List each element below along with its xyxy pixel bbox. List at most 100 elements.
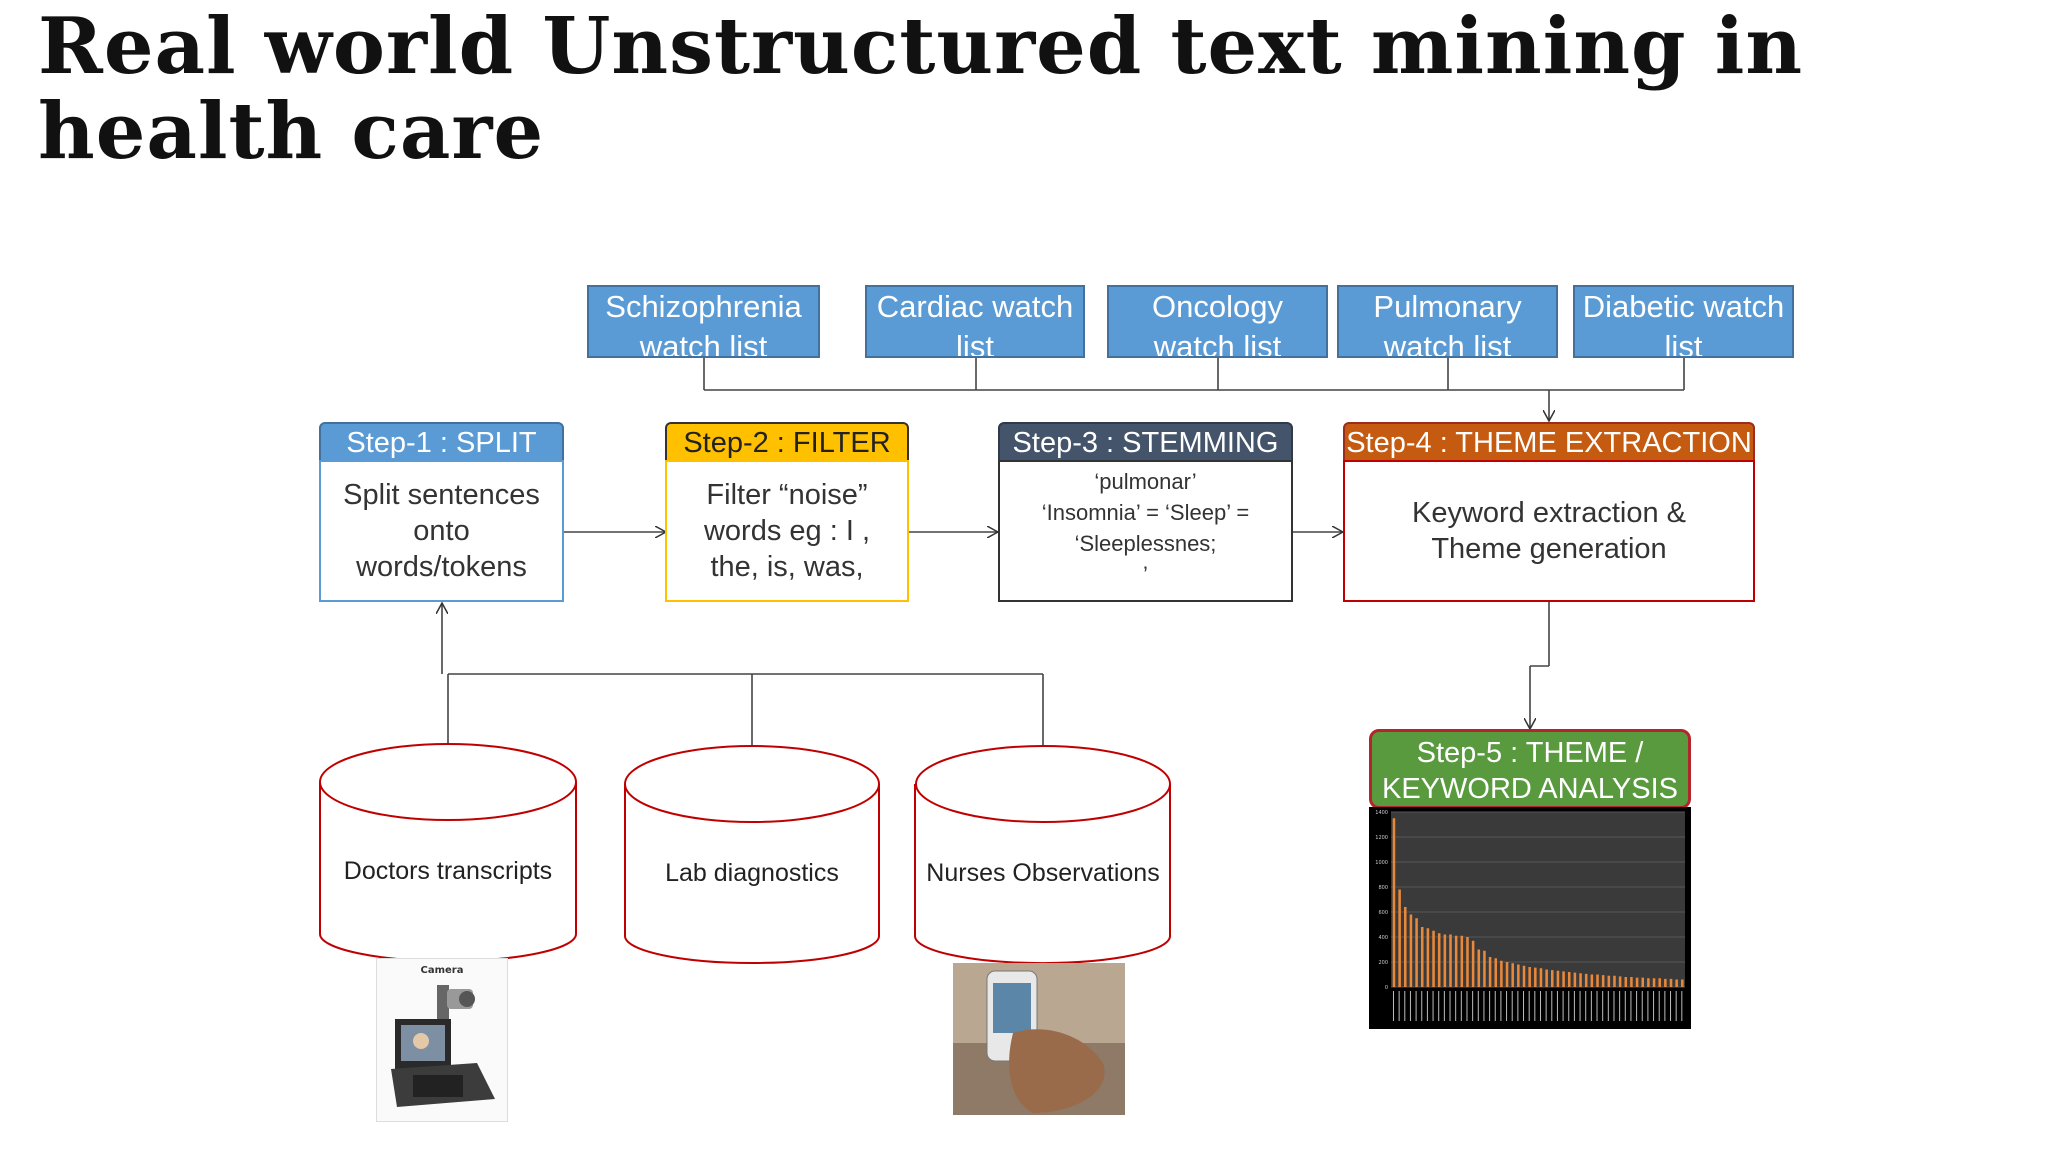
chart-bar [1669,978,1673,987]
chart-y-tick-label: 200 [1378,960,1388,966]
chart-bar [1579,973,1582,987]
chart-bar [1551,970,1554,987]
chart-bar [1641,977,1645,987]
chart-x-tick-label [1415,991,1417,1021]
chart-x-tick-label [1404,991,1406,1021]
chart-x-tick-label [1545,991,1547,1021]
chart-bar [1613,975,1616,987]
chart-bar [1494,958,1498,987]
chart-bar [1539,968,1543,987]
chart-bar [1635,977,1639,987]
source-label-lab: Lab diagnostics [665,859,839,887]
chart-bar [1420,927,1424,987]
chart-bar [1658,978,1661,987]
chart-x-tick-label [1534,991,1536,1021]
chart-bar [1409,914,1413,987]
step-2-body: Filter “noise” words eg : I , the, is, w… [665,460,909,602]
chart-x-tick-label [1590,991,1592,1021]
stem-line-1: ‘pulmonar’ [1094,469,1197,494]
watch-list-schizophrenia: Schizophrenia watch list [587,285,820,358]
chart-x-tick-label [1438,991,1440,1021]
step-4-header: Step-4 : THEME EXTRACTION [1343,422,1755,462]
chart-bar [1517,964,1520,987]
chart-x-tick-label [1596,991,1598,1021]
chart-x-tick-label [1483,991,1485,1021]
chart-bar [1415,918,1418,987]
chart-plot-area [1391,812,1685,987]
chart-bar [1460,935,1464,987]
chart-bar [1500,960,1503,987]
chart-x-tick-label [1472,991,1474,1021]
chart-x-tick-label [1658,991,1660,1021]
chart-bar [1567,972,1571,987]
chart-y-tick-label: 1200 [1375,835,1388,841]
step-5-header: Step-5 : THEME / KEYWORD ANALYSIS [1369,729,1691,809]
chart-bar [1511,963,1514,987]
phone-icon [953,963,1125,1115]
stem-line-2: ‘Insomnia’ = ‘Sleep’ = [1041,500,1250,525]
slide-title: Real world Unstructured text mining in h… [38,1,1804,177]
chart-x-tick-label [1619,991,1621,1021]
watch-list-oncology: Oncology watch list [1107,285,1328,358]
chart-bar [1675,979,1678,987]
chart-x-tick-label [1511,991,1513,1021]
chart-x-tick-label [1528,991,1530,1021]
chart-x-tick-label [1562,991,1564,1021]
chart-bar [1584,973,1588,987]
chart-bar [1392,818,1396,987]
chart-x-tick-label [1449,991,1451,1021]
step-2-text: Filter “noise” words eg : I , the, is, w… [703,479,870,583]
chart-bar [1562,971,1565,987]
chart-x-tick-label [1607,991,1609,1021]
chart-bar [1556,970,1560,987]
chart-x-tick-label [1602,991,1604,1021]
chart-x-tick-label [1675,991,1677,1021]
chart-bar [1681,979,1684,987]
chart-bar [1426,928,1430,987]
chart-x-tick-label [1568,991,1570,1021]
phone-photo [953,963,1125,1115]
chart-x-tick-label [1500,991,1502,1021]
chart-bar [1624,977,1628,987]
chart-bar [1601,975,1605,987]
step-3-header: Step-3 : STEMMING [998,422,1293,462]
chart-x-tick-label [1455,991,1457,1021]
chart-bar [1398,889,1401,987]
step-4-body: Keyword extraction & Theme generation [1343,460,1755,602]
chart-bar [1483,950,1486,987]
chart-bar [1404,907,1407,987]
chart-bar [1505,962,1509,987]
chart-bar [1443,934,1447,987]
chart-bar [1534,967,1537,987]
chart-x-tick-label [1579,991,1581,1021]
step-2-header: Step-2 : FILTER [665,422,909,462]
chart-x-tick-label [1664,991,1666,1021]
chart-x-tick-label [1624,991,1626,1021]
chart-x-tick-label [1398,991,1400,1021]
chart-x-tick-label [1556,991,1558,1021]
chart-bar [1545,969,1548,987]
stem-line-4: ’ [1143,562,1148,587]
step-3-body: ‘pulmonar’ ‘Insomnia’ = ‘Sleep’ = ‘Sleep… [998,460,1293,602]
chart-y-tick-label: 1000 [1375,860,1388,866]
chart-x-tick-label [1426,991,1428,1021]
step-1-header: Step-1 : SPLIT [319,422,564,462]
chart-bar [1471,940,1475,987]
chart-bar [1647,978,1650,987]
chart-bar [1432,930,1435,987]
chart-y-tick-label: 1400 [1375,810,1388,816]
source-label-doctors: Doctors transcripts [343,857,553,885]
chart-y-tick-label: 600 [1378,910,1388,916]
camera-icon [391,985,495,1107]
chart-x-tick-label [1477,991,1479,1021]
chart-x-tick-label [1653,991,1655,1021]
chart-bar [1528,967,1531,987]
chart-bar [1522,965,1526,987]
step-4-text: Keyword extraction & Theme generation [1411,497,1686,565]
chart-x-tick-label [1494,991,1496,1021]
chart-bar [1664,978,1667,987]
chart-bar [1449,934,1452,987]
chart-x-tick-label [1636,991,1638,1021]
chart-bar [1437,933,1441,987]
